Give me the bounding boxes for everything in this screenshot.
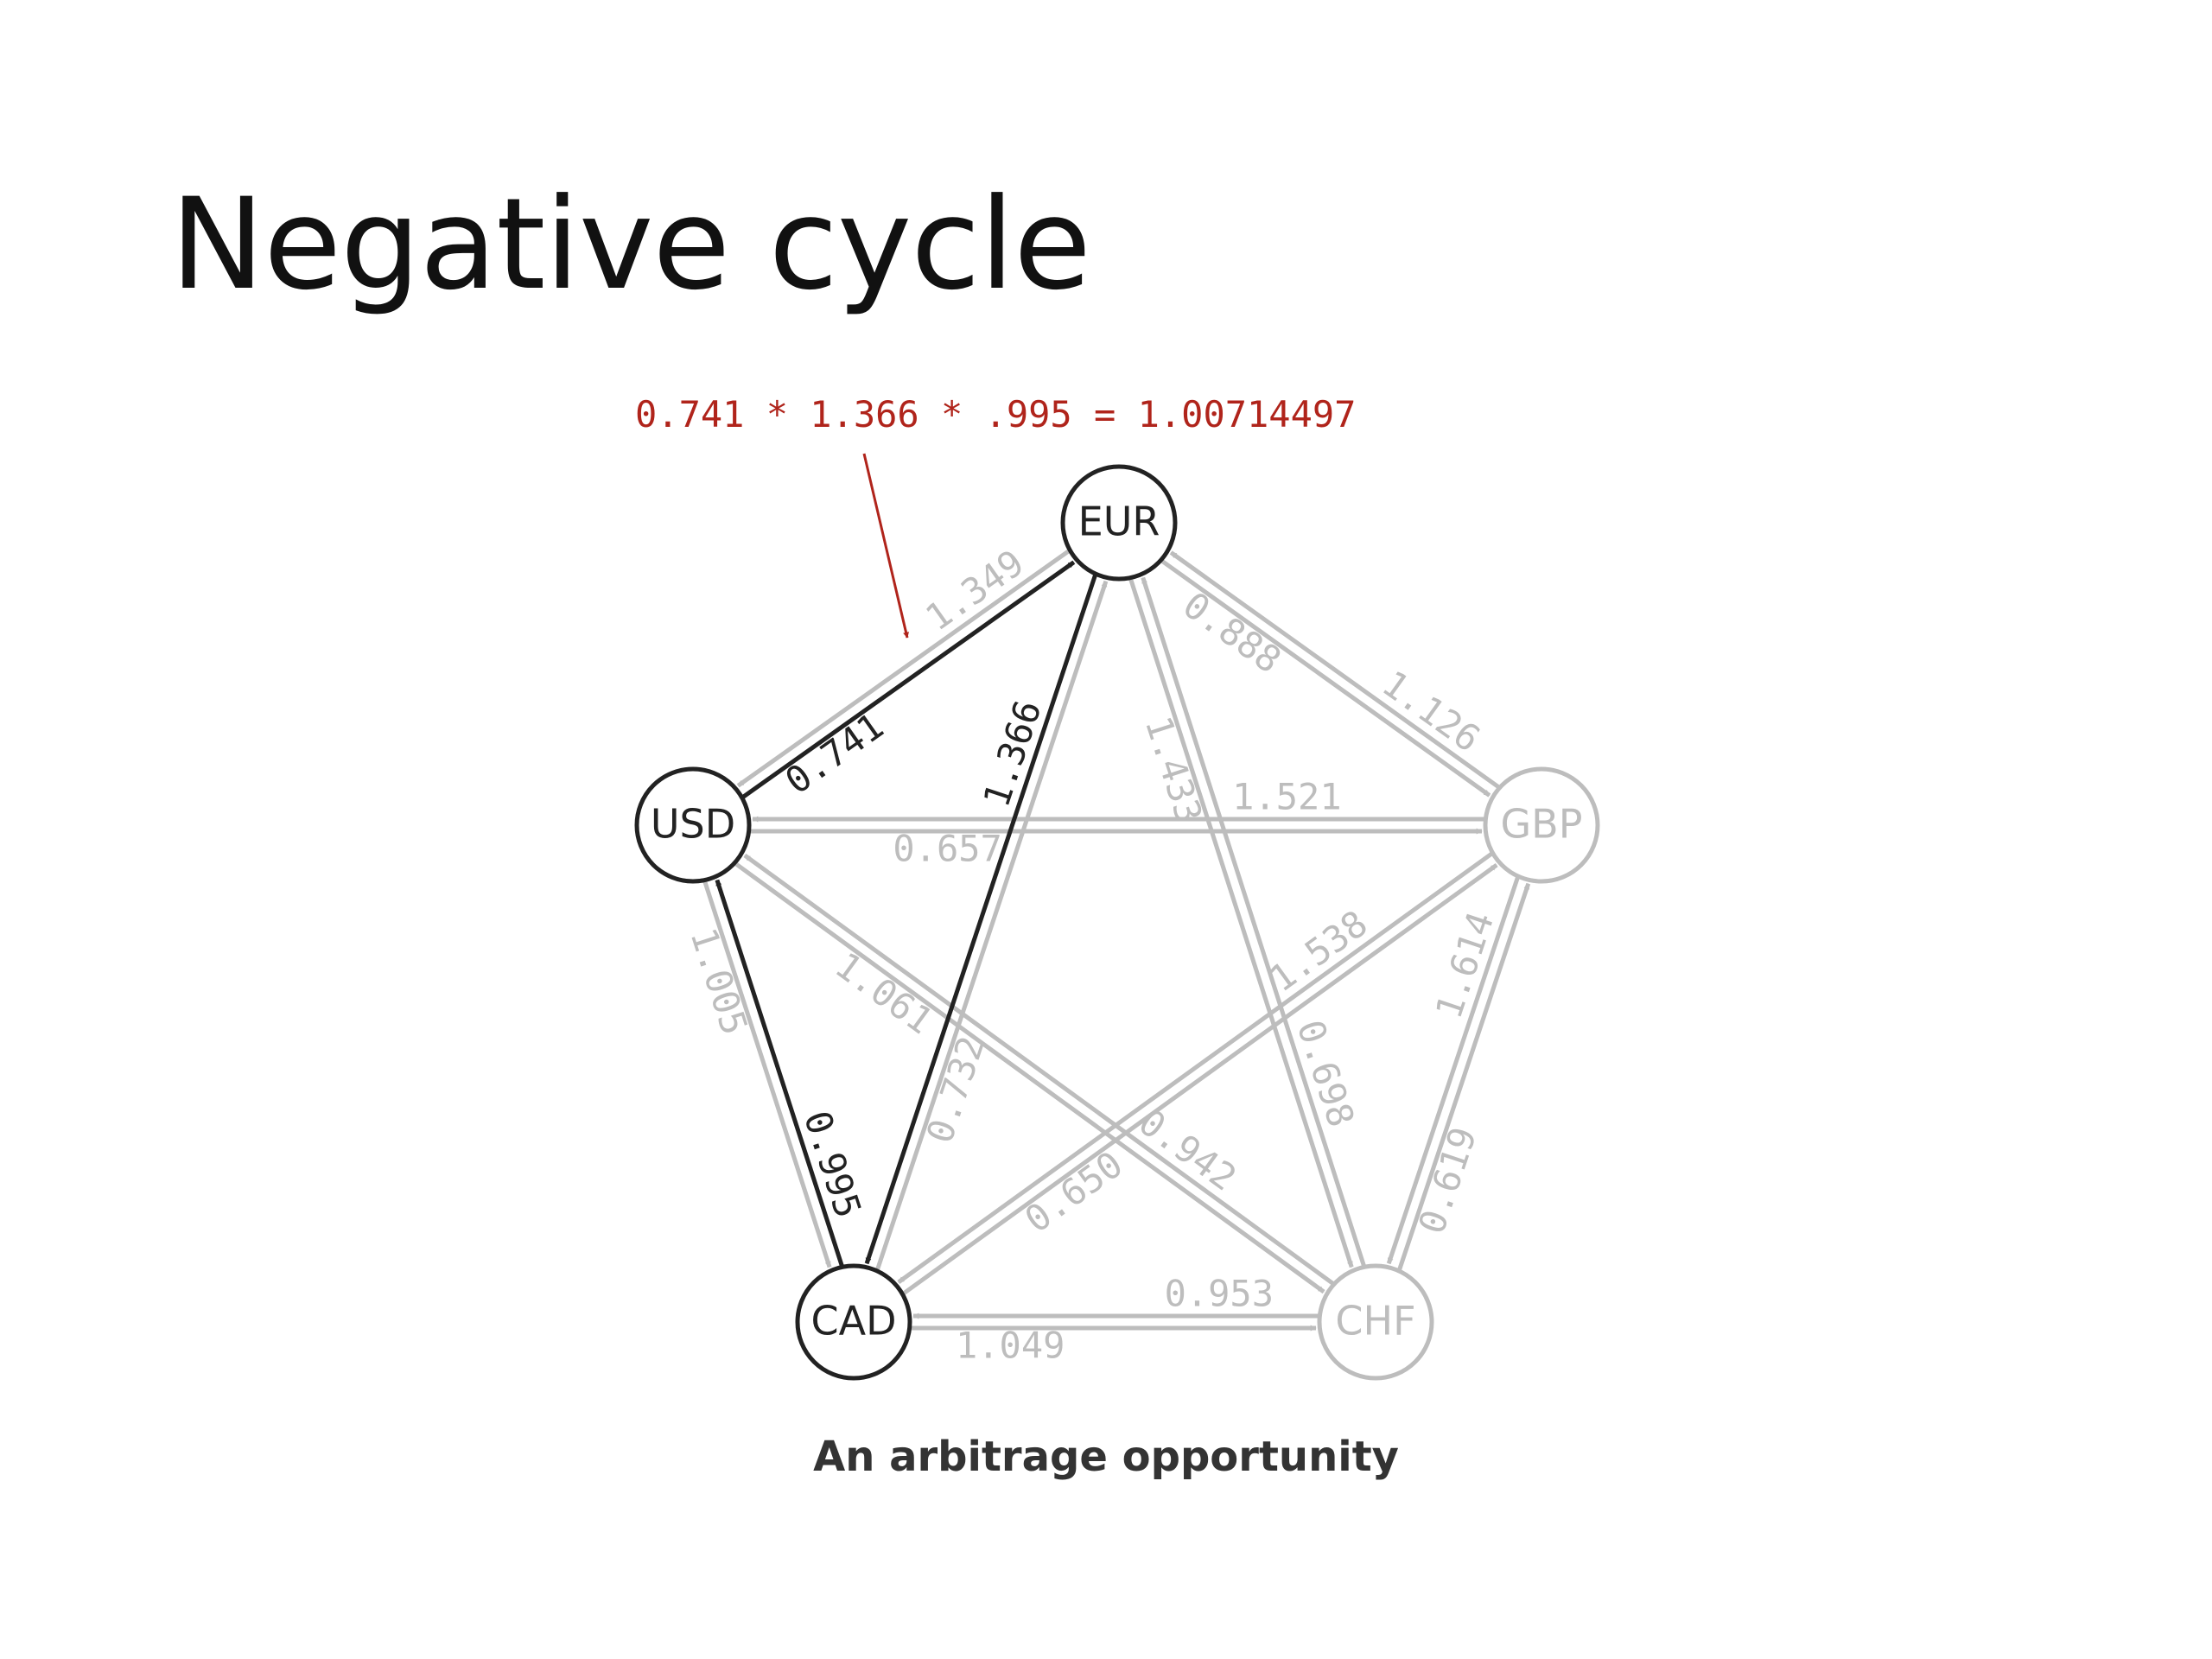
edge-chf-to-usd	[743, 853, 1336, 1287]
annotation-formula: 0.741 * 1.366 * .995 = 1.00714497	[635, 393, 1356, 435]
edge-gbp-to-chf	[1386, 875, 1521, 1265]
edge-labels-layer: 1.3490.7321.0050.8881.1261.4330.6980.657…	[682, 541, 1502, 1366]
node-label-cad: CAD	[810, 1298, 896, 1344]
edge-cad-to-gbp	[901, 863, 1498, 1296]
edge-gbp-to-cad	[897, 851, 1494, 1284]
edge-label-cad-to-usd: 0.995	[796, 1106, 870, 1223]
edge-label-cad-to-eur: 0.732	[918, 1031, 993, 1147]
node-cad: CAD	[795, 1263, 912, 1381]
node-label-usd: USD	[651, 801, 735, 848]
edge-label-gbp-to-usd: 1.521	[1232, 776, 1341, 818]
node-label-gbp: GBP	[1501, 801, 1583, 848]
edge-usd-to-eur	[741, 560, 1076, 800]
edge-usd-to-cad	[702, 880, 832, 1268]
edge-label-chf-to-gbp: 0.619	[1410, 1122, 1485, 1238]
slide-title: Negative cycle	[170, 171, 1091, 318]
edge-eur-to-chf	[1128, 577, 1354, 1268]
edges-layer	[702, 548, 1531, 1332]
edge-eur-to-usd	[736, 548, 1071, 788]
node-circle-chf	[1317, 1263, 1434, 1381]
edge-cad-to-usd	[715, 879, 845, 1268]
edge-chf-to-gbp	[1396, 882, 1531, 1272]
edge-label-cad-to-chf: 1.049	[956, 1325, 1065, 1367]
edge-eur-to-cad	[864, 573, 1098, 1265]
node-eur: EUR	[1060, 464, 1178, 582]
edge-label-eur-to-cad: 1.366	[975, 695, 1049, 811]
edge-usd-to-chf	[733, 861, 1325, 1294]
node-usd: USD	[634, 766, 752, 884]
node-label-chf: CHF	[1335, 1298, 1415, 1344]
edge-eur-to-gbp	[1160, 558, 1491, 798]
edge-cad-to-eur	[874, 580, 1109, 1272]
annotation-pointer-arrow	[862, 453, 909, 639]
node-gbp: GBP	[1483, 766, 1600, 884]
nodes-layer: EUR USD GBP CAD CHF	[634, 464, 1600, 1381]
node-circle-eur	[1060, 464, 1178, 582]
edge-label-chf-to-cad: 0.953	[1165, 1273, 1274, 1315]
edge-label-gbp-to-chf: 1.614	[1427, 906, 1503, 1023]
edge-gbp-to-eur	[1169, 550, 1501, 790]
edge-label-usd-to-gbp: 0.657	[893, 828, 1001, 870]
node-circle-cad	[795, 1263, 912, 1381]
node-chf: CHF	[1317, 1263, 1434, 1381]
edge-label-usd-to-cad: 1.005	[682, 923, 756, 1039]
edge-chf-to-eur	[1141, 576, 1367, 1268]
node-circle-gbp	[1483, 766, 1600, 884]
edge-label-eur-to-chf: 1.433	[1137, 711, 1211, 828]
node-label-eur: EUR	[1078, 499, 1160, 545]
figure-caption: An arbitrage opportunity	[813, 1433, 1399, 1481]
node-circle-usd	[634, 766, 752, 884]
annotation-layer: 0.741 * 1.366 * .995 = 1.00714497	[635, 393, 1356, 639]
